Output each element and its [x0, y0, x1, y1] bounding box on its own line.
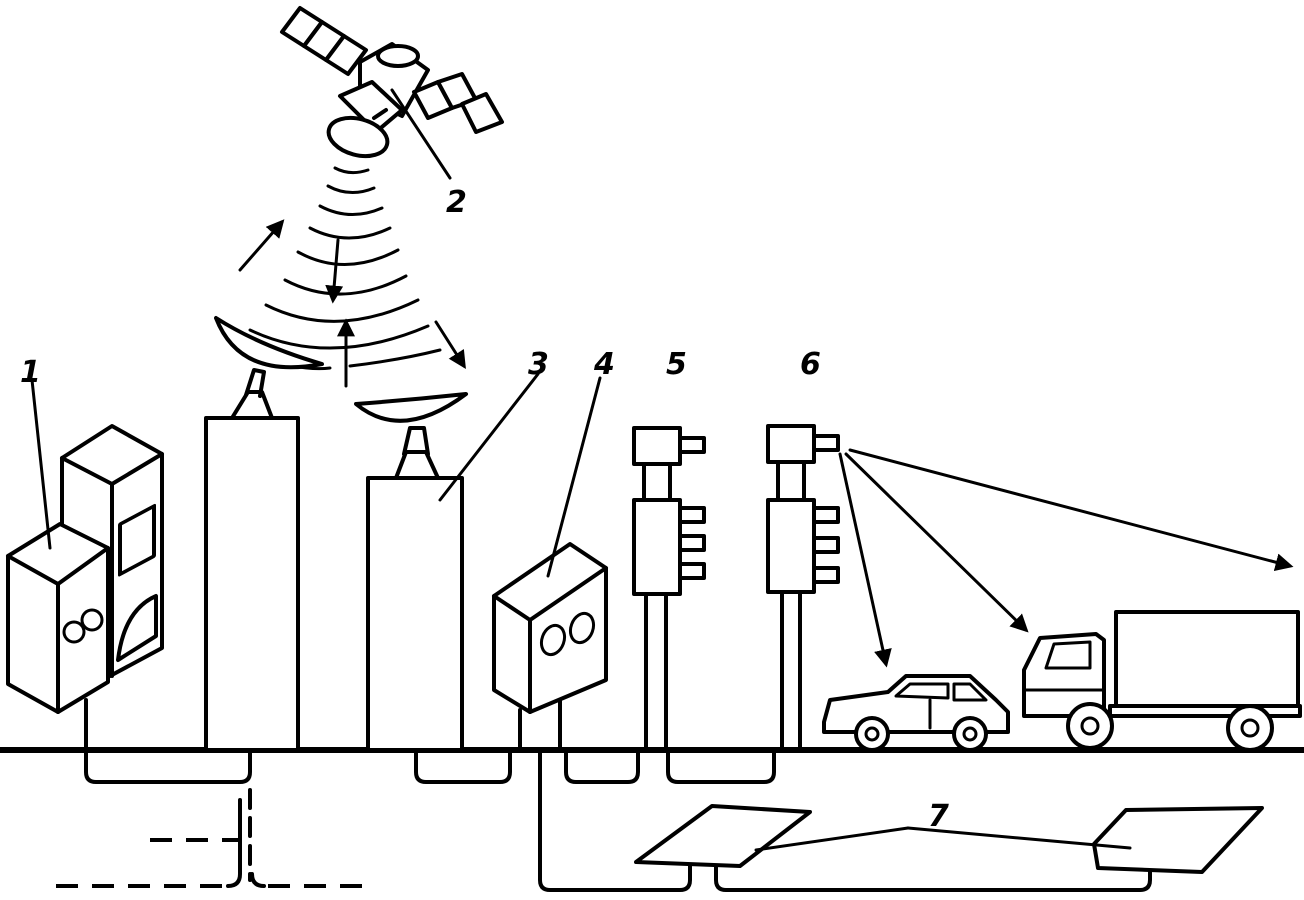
downlink-arrow-left — [325, 238, 344, 304]
ground-station-tower-left — [204, 316, 324, 752]
traffic-light-5 — [632, 426, 706, 752]
control-cabinets — [6, 424, 164, 714]
label-6: 6 — [800, 347, 821, 382]
label-4: 4 — [593, 347, 615, 382]
underground-cables — [84, 698, 1152, 892]
label-2: 2 — [446, 185, 467, 220]
downlink-arrow-right — [434, 320, 466, 370]
signal-beam-truck — [844, 452, 1029, 633]
vehicle-detector-loops — [634, 804, 1264, 874]
car — [822, 674, 1010, 752]
truck — [1022, 610, 1302, 752]
external-link-cables — [56, 788, 364, 888]
signal-beam-car — [838, 452, 892, 668]
label-5: 5 — [666, 347, 687, 382]
uplink-arrow — [238, 219, 285, 272]
label-1: 1 — [20, 355, 41, 390]
signal-waves — [238, 166, 442, 371]
label-3: 3 — [528, 347, 549, 382]
satellite — [280, 6, 504, 159]
leader-lines — [30, 88, 1132, 852]
traffic-light-6 — [766, 424, 840, 752]
traffic-controller-box — [492, 542, 608, 752]
label-7: 7 — [928, 799, 949, 834]
ground-station-tower-right — [354, 392, 468, 752]
signal-beam-far — [848, 448, 1294, 572]
